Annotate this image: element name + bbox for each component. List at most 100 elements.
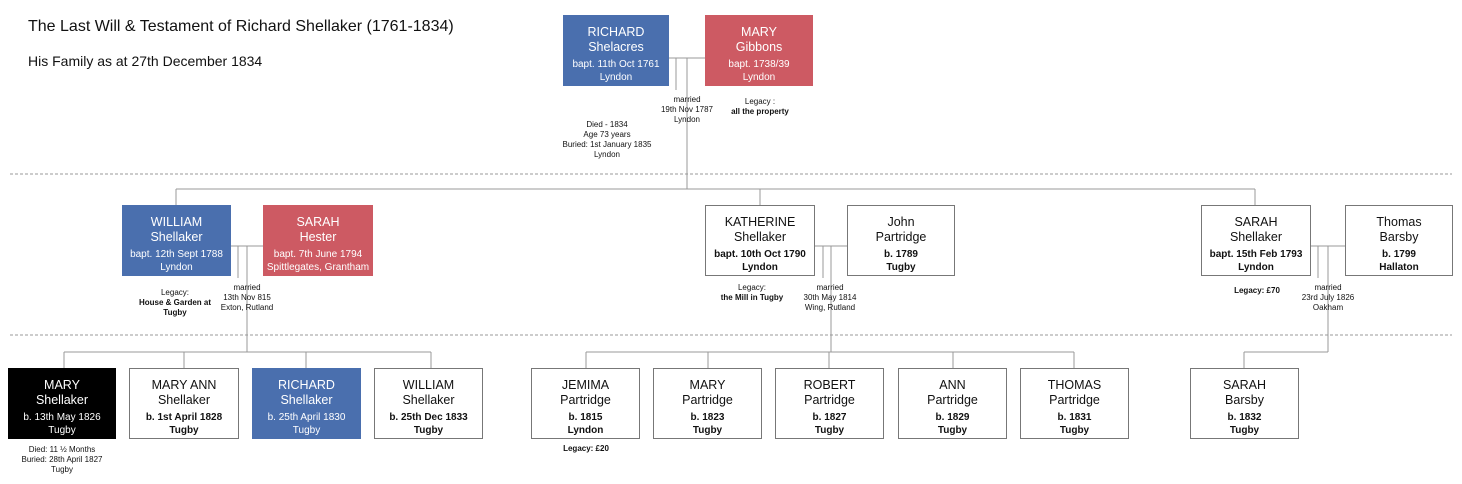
person-birth: b. 25th Dec 1833 (389, 412, 468, 423)
person-surname: Shelacres (588, 40, 644, 54)
person-place: Tugby (937, 425, 968, 436)
person-first-name: RICHARD (587, 25, 645, 39)
person-first-name: THOMAS (1047, 378, 1102, 392)
person-place: Lyndon (160, 262, 193, 273)
person-surname: Partridge (1049, 393, 1100, 407)
person-place: Lyndon (1238, 262, 1274, 273)
legacy-label: Legacy: (737, 283, 767, 292)
person-place: Tugby (292, 425, 321, 436)
person-box-thomas-barsby[interactable]: Thomas Barsby b. 1799 Hallaton (1345, 205, 1453, 276)
marriage-date: 13th Nov 815 (223, 293, 271, 302)
person-box-mary-gibbons[interactable]: MARY Gibbons bapt. 1738/39 Lyndon (705, 15, 813, 86)
person-surname: Shellaker (733, 230, 787, 244)
person-first-name: SARAH (296, 215, 340, 229)
legacy-value: the Mill in Tugby (720, 293, 784, 302)
legacy-value: all the property (731, 107, 789, 116)
person-surname: Partridge (682, 393, 733, 407)
person-box-john-partridge[interactable]: John Partridge b. 1789 Tugby (847, 205, 955, 276)
person-surname: Partridge (804, 393, 855, 407)
person-baptism: bapt. 7th June 1794 (273, 249, 363, 260)
person-place: Lyndon (742, 262, 778, 273)
person-place: Lyndon (567, 425, 604, 436)
legacy-value-2: Tugby (163, 308, 187, 317)
legacy-note-sarah: Legacy: £70 (1234, 286, 1280, 295)
person-place: Tugby (692, 425, 723, 436)
page-subtitle: His Family as at 27th December 1834 (28, 53, 263, 69)
person-place: Tugby (1059, 425, 1090, 436)
person-first-name: SARAH (1234, 215, 1278, 229)
person-first-name: WILLIAM (150, 215, 203, 229)
person-box-robert-partridge[interactable]: ROBERT Partridge b. 1827 Tugby (775, 368, 884, 439)
death-note-mary-shellaker: Died: 11 ½ Months Buried: 28th April 182… (2, 445, 122, 475)
person-first-name: ROBERT (803, 378, 856, 392)
person-first-name: RICHARD (278, 378, 335, 392)
person-place: Hallaton (1379, 262, 1419, 273)
person-surname: Shellaker (35, 393, 89, 407)
person-first-name: SARAH (1222, 378, 1267, 392)
burial-place: Tugby (51, 465, 73, 474)
person-baptism: bapt. 1738/39 (728, 59, 790, 70)
person-place: Tugby (886, 262, 916, 273)
person-first-name: MARY (44, 378, 80, 392)
person-first-name: MARY (689, 378, 726, 392)
person-box-jemima-partridge[interactable]: JEMIMA Partridge b. 1815 Lyndon (531, 368, 640, 439)
person-first-name: Thomas (1376, 215, 1422, 229)
person-box-sarah-shellaker[interactable]: SARAH Shellaker bapt. 15th Feb 1793 Lynd… (1201, 205, 1311, 276)
legacy-note-jemima: Legacy: £20 (563, 444, 609, 453)
marriage-label: married (233, 283, 261, 292)
person-box-richard-shellaker[interactable]: RICHARD Shellaker b. 25th April 1830 Tug… (252, 368, 361, 439)
legacy-note-katherine: Legacy: the Mill in Tugby (707, 283, 797, 303)
person-birth: b. 25th April 1830 (267, 412, 346, 423)
burial-place: Lyndon (594, 150, 620, 159)
marriage-note-katherine: married 30th May 1814 Wing, Rutland (796, 283, 864, 313)
person-surname: Barsby (1225, 393, 1264, 407)
person-first-name: KATHERINE (724, 215, 796, 229)
marriage-note-gen1: married 19th Nov 1787 Lyndon (652, 95, 722, 125)
burial-line: Buried: 1st January 1835 (562, 140, 652, 149)
person-box-thomas-partridge[interactable]: THOMAS Partridge b. 1831 Tugby (1020, 368, 1129, 439)
marriage-label: married (1314, 283, 1342, 292)
person-box-richard-shelacres[interactable]: RICHARD Shelacres bapt. 11th Oct 1761 Ly… (563, 15, 669, 86)
person-baptism: bapt. 11th Oct 1761 (572, 59, 660, 70)
person-surname: Hester (299, 230, 337, 244)
marriage-note-william: married 13th Nov 815 Exton, Rutland (212, 283, 282, 313)
person-surname: Partridge (875, 230, 927, 244)
person-first-name: MARY ANN (151, 378, 217, 392)
person-place: Lyndon (742, 72, 776, 83)
person-first-name: MARY (741, 25, 777, 39)
person-surname: Shellaker (157, 393, 211, 407)
person-baptism: bapt. 12th Sept 1788 (130, 249, 223, 260)
person-box-sarah-barsby[interactable]: SARAH Barsby b. 1832 Tugby (1190, 368, 1299, 439)
person-box-sarah-hester[interactable]: SARAH Hester bapt. 7th June 1794 Spittle… (263, 205, 373, 276)
person-birth: b. 1799 (1382, 249, 1416, 260)
legacy-note-mary: Legacy : all the property (715, 97, 805, 117)
marriage-place: Lyndon (674, 115, 700, 124)
person-birth: b. 1823 (690, 412, 725, 423)
marriage-place: Oakham (1312, 303, 1344, 312)
person-surname: Shellaker (1229, 230, 1283, 244)
person-first-name: John (887, 215, 915, 229)
person-first-name: WILLIAM (402, 378, 455, 392)
person-box-mary-shellaker[interactable]: MARY Shellaker b. 13th May 1826 Tugby (8, 368, 116, 439)
person-baptism: bapt. 15th Feb 1793 (1209, 249, 1303, 260)
person-birth: b. 1st April 1828 (145, 412, 223, 423)
person-box-william-shellaker[interactable]: WILLIAM Shellaker bapt. 12th Sept 1788 L… (122, 205, 231, 276)
person-box-katherine-shellaker[interactable]: KATHERINE Shellaker bapt. 10th Oct 1790 … (705, 205, 815, 276)
person-box-mary-partridge[interactable]: MARY Partridge b. 1823 Tugby (653, 368, 762, 439)
person-place: Tugby (413, 425, 444, 436)
death-note-richard: Died - 1834 Age 73 years Buried: 1st Jan… (547, 120, 667, 160)
person-first-name: JEMIMA (561, 378, 610, 392)
person-box-mary-ann-shellaker[interactable]: MARY ANN Shellaker b. 1st April 1828 Tug… (129, 368, 239, 439)
person-box-william-shellaker-jr[interactable]: WILLIAM Shellaker b. 25th Dec 1833 Tugby (374, 368, 483, 439)
legacy-value: House & Garden at (138, 298, 211, 307)
marriage-date: 19th Nov 1787 (660, 105, 714, 114)
marriage-label: married (673, 95, 701, 104)
person-surname: Partridge (560, 393, 611, 407)
person-place: Tugby (169, 425, 199, 436)
person-birth: b. 13th May 1826 (23, 412, 101, 423)
person-surname: Partridge (927, 393, 978, 407)
person-box-ann-partridge[interactable]: ANN Partridge b. 1829 Tugby (898, 368, 1007, 439)
person-birth: b. 1815 (568, 412, 603, 423)
person-birth: b. 1789 (884, 249, 918, 260)
person-place: Lyndon (599, 72, 633, 83)
